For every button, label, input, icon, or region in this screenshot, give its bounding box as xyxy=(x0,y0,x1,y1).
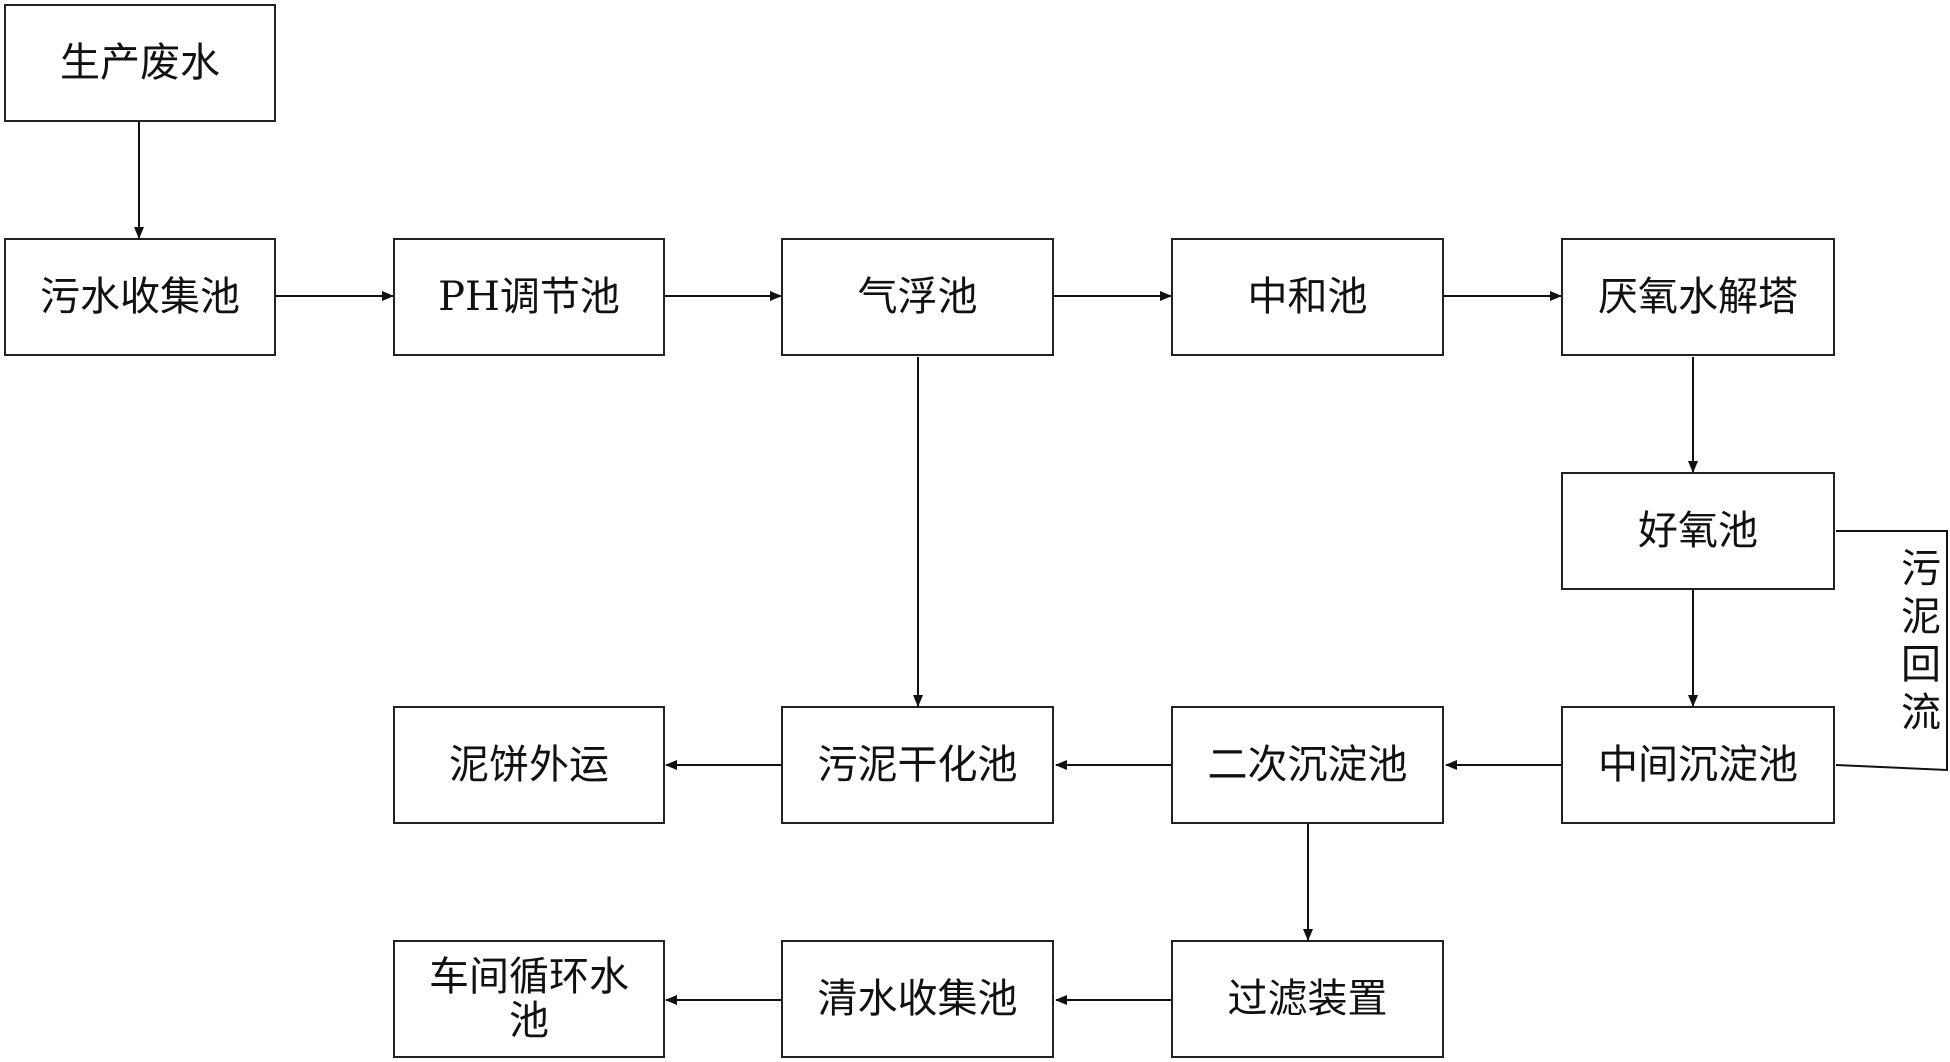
node-secondary-sedimentation-tank: 二次沉淀池 xyxy=(1171,706,1444,824)
sludge-return-char: 污 xyxy=(1901,546,1941,592)
node-label: 车间循环水池 xyxy=(429,954,629,1044)
node-label: 中间沉淀池 xyxy=(1598,742,1798,788)
node-air-flotation-tank: 气浮池 xyxy=(781,238,1054,356)
node-workshop-circulation-pool: 车间循环水池 xyxy=(393,940,665,1058)
node-ph-adjustment-tank: PH调节池 xyxy=(393,238,665,356)
node-label: 过滤装置 xyxy=(1227,976,1388,1022)
node-label: 污水收集池 xyxy=(40,274,240,320)
sludge-return-label: 污 泥 回 流 xyxy=(1898,545,1944,737)
node-aerobic-tank: 好氧池 xyxy=(1561,472,1835,590)
sludge-return-char: 泥 xyxy=(1901,594,1941,640)
node-label: 生产废水 xyxy=(60,40,220,86)
node-intermediate-sedimentation-tank: 中间沉淀池 xyxy=(1561,706,1835,824)
sludge-return-char: 回 xyxy=(1901,642,1941,688)
node-anaerobic-hydrolysis-tower: 厌氧水解塔 xyxy=(1561,238,1835,356)
node-mud-cake-transport: 泥饼外运 xyxy=(393,706,665,824)
node-label: 厌氧水解塔 xyxy=(1598,274,1798,320)
node-sludge-drying-tank: 污泥干化池 xyxy=(781,706,1054,824)
node-label: 中和池 xyxy=(1247,274,1368,320)
sludge-return-loop-line xyxy=(1835,530,1948,772)
node-neutralization-tank: 中和池 xyxy=(1171,238,1444,356)
node-label: 污泥干化池 xyxy=(817,742,1018,788)
node-clear-water-collection-tank: 清水收集池 xyxy=(781,940,1054,1058)
node-label: 气浮池 xyxy=(857,274,978,320)
node-label: 清水收集池 xyxy=(817,976,1018,1022)
node-production-wastewater: 生产废水 xyxy=(4,4,276,122)
sludge-return-char: 流 xyxy=(1901,690,1941,736)
node-label: 好氧池 xyxy=(1638,508,1758,554)
node-label: 泥饼外运 xyxy=(449,742,609,788)
node-label: PH调节池 xyxy=(438,274,620,320)
node-label: 二次沉淀池 xyxy=(1207,742,1408,788)
node-filtration-device: 过滤装置 xyxy=(1171,940,1444,1058)
node-sewage-collection-tank: 污水收集池 xyxy=(4,238,276,356)
